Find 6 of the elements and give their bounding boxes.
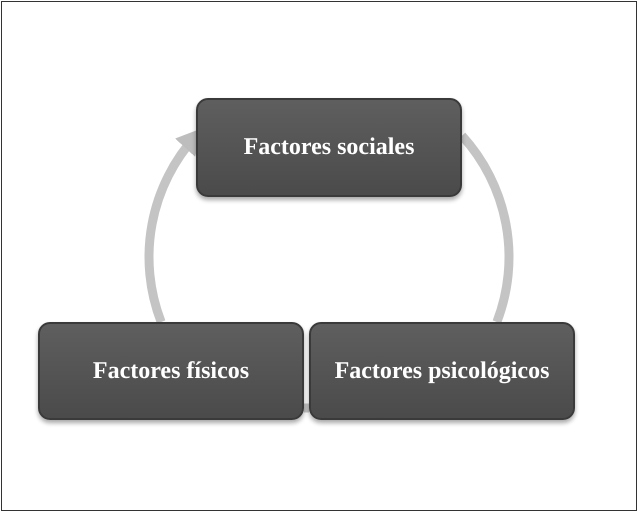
- box-label: Factores psicológicos: [334, 356, 550, 386]
- process-box: [309, 322, 575, 420]
- box-label: Factores sociales: [244, 133, 414, 162]
- box-label: Factores físicos: [92, 356, 250, 386]
- process-box: [196, 98, 462, 197]
- process-box: [38, 322, 304, 420]
